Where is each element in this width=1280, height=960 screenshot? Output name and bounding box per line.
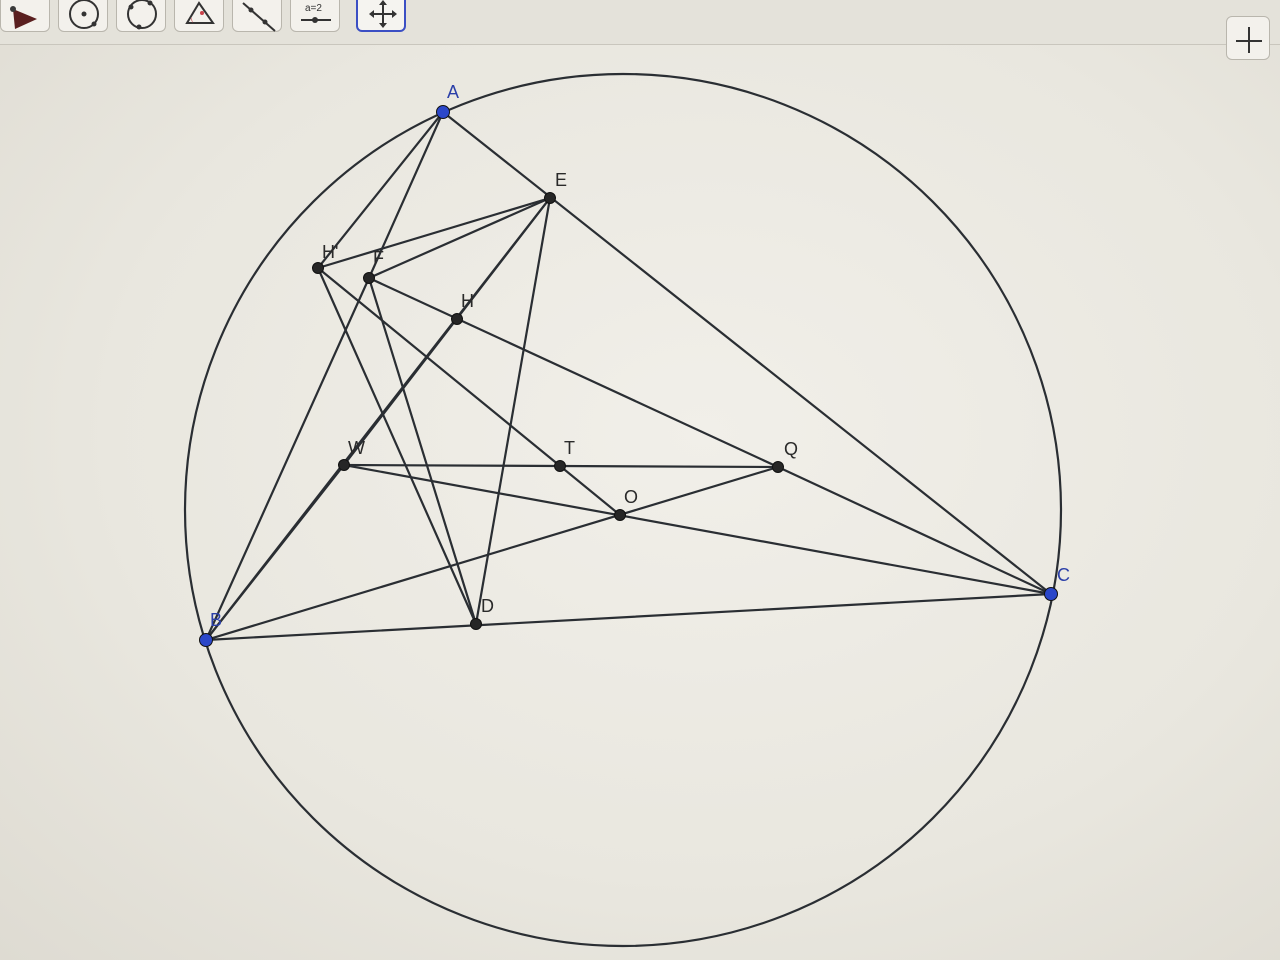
circle-points-icon	[69, 0, 99, 29]
point-d[interactable]	[470, 618, 482, 630]
angle-tool-button[interactable]	[174, 0, 224, 32]
label-c[interactable]: C	[1057, 565, 1070, 585]
segment-a-c[interactable]	[441, 110, 1053, 596]
segment-h-prime-o[interactable]	[316, 266, 622, 517]
segment-b-q[interactable]	[204, 465, 780, 642]
svg-text:a=2: a=2	[305, 3, 322, 14]
toolbar: a=2	[0, 0, 1280, 45]
label-e[interactable]: E	[555, 170, 567, 190]
label-q[interactable]: Q	[784, 439, 798, 459]
slider-tool-button[interactable]: a=2	[290, 0, 340, 32]
point-t[interactable]	[554, 460, 566, 472]
point-f[interactable]	[363, 272, 375, 284]
segment-e-h-prime[interactable]	[316, 196, 552, 270]
point-b[interactable]	[199, 633, 213, 647]
move-graphics-tool-button[interactable]	[0, 0, 50, 32]
label-o[interactable]: O	[624, 487, 638, 507]
crosshair-plus-icon	[1236, 27, 1262, 53]
segment-f-b[interactable]	[204, 276, 371, 642]
graphics-settings-button[interactable]	[1226, 16, 1270, 60]
segment-b-c[interactable]	[204, 592, 1053, 642]
label-b[interactable]: B	[210, 610, 222, 630]
move-view-tool-button[interactable]	[356, 0, 406, 32]
circle-through-points-tool-button[interactable]	[58, 0, 108, 32]
segment-f-d[interactable]	[367, 276, 478, 626]
reflect-icon	[242, 2, 276, 32]
segment-a-f[interactable]	[367, 110, 445, 280]
segment-b-e[interactable]	[204, 196, 552, 642]
point-w[interactable]	[338, 459, 350, 471]
point-c[interactable]	[1044, 587, 1058, 601]
point-o[interactable]	[614, 509, 626, 521]
segment-a-h-prime[interactable]	[316, 110, 445, 270]
label-h[interactable]: H	[461, 291, 474, 311]
graphics-view[interactable]: A B C D E F H H' W T Q O	[0, 44, 1280, 960]
segment-h-prime-d[interactable]	[316, 266, 478, 626]
segment-q-c[interactable]	[776, 465, 1053, 596]
point-e[interactable]	[544, 192, 556, 204]
segment-f-q[interactable]	[367, 276, 780, 469]
circumcircle[interactable]	[183, 72, 1063, 948]
point-a[interactable]	[436, 105, 450, 119]
angle-icon	[185, 1, 215, 24]
point-q[interactable]	[772, 461, 784, 473]
move-arrows-icon	[369, 0, 397, 28]
point-h-prime[interactable]	[312, 262, 324, 274]
segment-e-d[interactable]	[474, 196, 552, 626]
reflect-tool-button[interactable]	[232, 0, 282, 32]
slider-icon: a=2	[301, 3, 331, 23]
segment-e-f[interactable]	[367, 196, 552, 280]
label-h-prime[interactable]: H'	[322, 242, 338, 262]
label-a[interactable]: A	[447, 82, 459, 102]
triangle-arrow-icon	[10, 6, 37, 29]
segment-w-c[interactable]	[342, 463, 1053, 596]
label-t[interactable]: T	[564, 438, 575, 458]
circle-three-points-tool-button[interactable]	[116, 0, 166, 32]
label-f[interactable]: F	[373, 248, 384, 268]
label-d[interactable]: D	[481, 596, 494, 616]
label-w[interactable]: W	[348, 438, 365, 458]
circle-three-points-icon	[127, 0, 157, 30]
point-h[interactable]	[451, 313, 463, 325]
